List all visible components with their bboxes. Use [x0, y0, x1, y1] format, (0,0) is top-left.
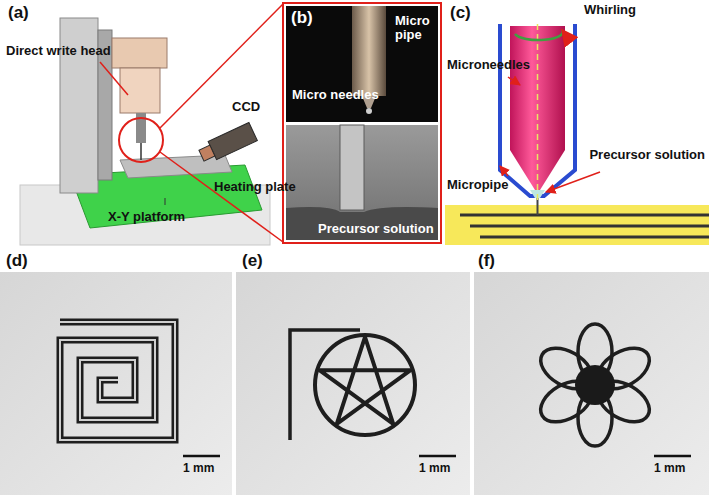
part-label: Micro pipe	[395, 14, 435, 43]
part-label: Heating plate	[214, 180, 296, 194]
nozzle-schematic	[445, 24, 709, 245]
part-label: Precursor solution	[589, 148, 705, 162]
photo-panel	[283, 3, 441, 243]
scale-label: 1 mm	[654, 462, 685, 475]
part-label: Micropipe	[447, 178, 508, 192]
part-label: Microneedles	[447, 58, 530, 72]
part-label: X-Y platform	[108, 210, 185, 224]
panel-letter: (b)	[291, 9, 313, 28]
part-label: Micro needles	[292, 88, 379, 102]
printed-pattern-photos	[0, 272, 709, 495]
part-label: CCD	[232, 100, 260, 114]
part-label: Direct write head	[6, 44, 111, 58]
panel-letter: (f)	[478, 252, 495, 271]
scale-label: 1 mm	[183, 462, 214, 475]
part-label: Whirling	[584, 3, 636, 17]
scale-label: 1 mm	[419, 462, 450, 475]
panel-letter: (c)	[450, 4, 471, 23]
panel-letter: (e)	[242, 252, 263, 271]
panel-letter: (a)	[8, 4, 29, 23]
panel-letter: (d)	[6, 252, 28, 271]
part-label: Precursor solution	[318, 222, 434, 236]
apparatus-illustration	[20, 4, 283, 245]
